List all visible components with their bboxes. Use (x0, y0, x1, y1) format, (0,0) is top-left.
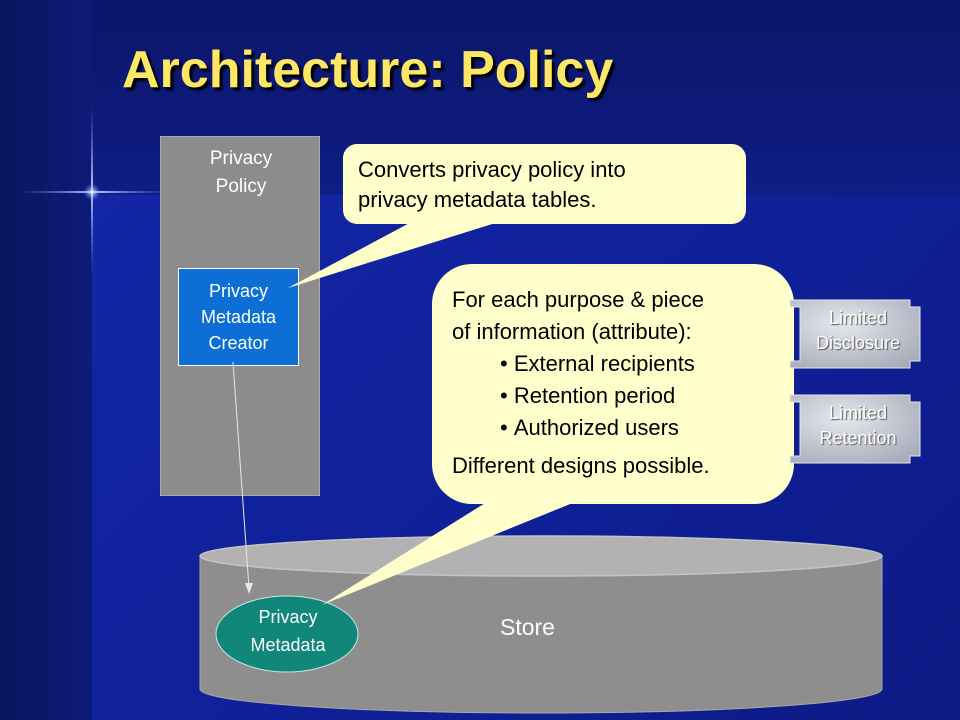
store-cylinder (199, 535, 883, 714)
star-flare (20, 105, 170, 275)
limited-retention-label: Limited Retention (819, 403, 897, 448)
creator-to-metadata-arrow (232, 361, 250, 589)
limited-retention-tag (789, 394, 921, 464)
arrow-head (245, 583, 253, 594)
privacy-metadata-label: Privacy Metadata (250, 607, 326, 655)
callout-details-list: External recipients Retention period Aut… (452, 348, 782, 444)
list-item: External recipients (500, 348, 782, 380)
store-label: Store (500, 614, 555, 640)
limited-disclosure-tag (789, 299, 921, 369)
privacy-metadata-ellipse (215, 595, 359, 673)
callout-details-text: For each purpose & piece of information … (452, 284, 782, 482)
slide-title: Architecture: Policy (122, 41, 614, 99)
background-left-band (0, 0, 92, 720)
privacy-metadata-creator-label: Privacy Metadata Creator (200, 281, 277, 353)
callout-details-intro: For each purpose & piece of information … (452, 287, 704, 344)
list-item: Authorized users (500, 412, 782, 444)
limited-disclosure-label: Limited Disclosure (815, 308, 901, 353)
list-item: Retention period (500, 380, 782, 412)
privacy-metadata-creator-box: Privacy Metadata Creator (178, 268, 299, 366)
callout-details-outro: Different designs possible. (452, 453, 710, 478)
privacy-policy-label: Privacy Policy (209, 148, 273, 197)
callout-converts (288, 144, 746, 288)
callout-converts-text: Converts privacy policy into privacy met… (358, 157, 626, 212)
